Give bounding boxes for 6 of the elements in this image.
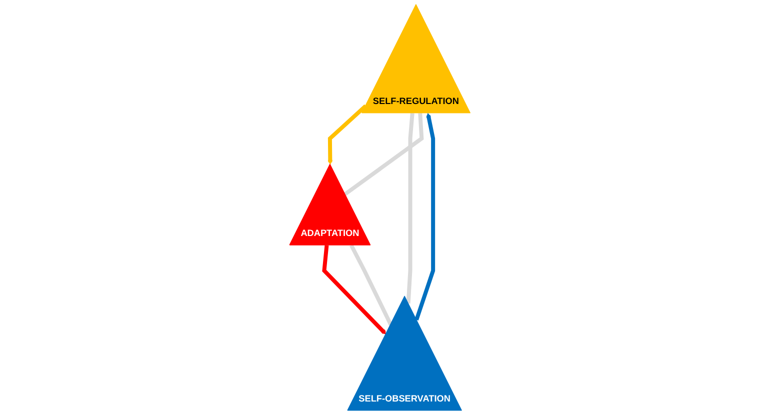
connector	[406, 113, 414, 304]
connector	[344, 113, 424, 196]
arrow	[327, 104, 367, 165]
connector	[349, 244, 392, 326]
arrow	[322, 245, 386, 334]
arrow	[414, 112, 435, 321]
